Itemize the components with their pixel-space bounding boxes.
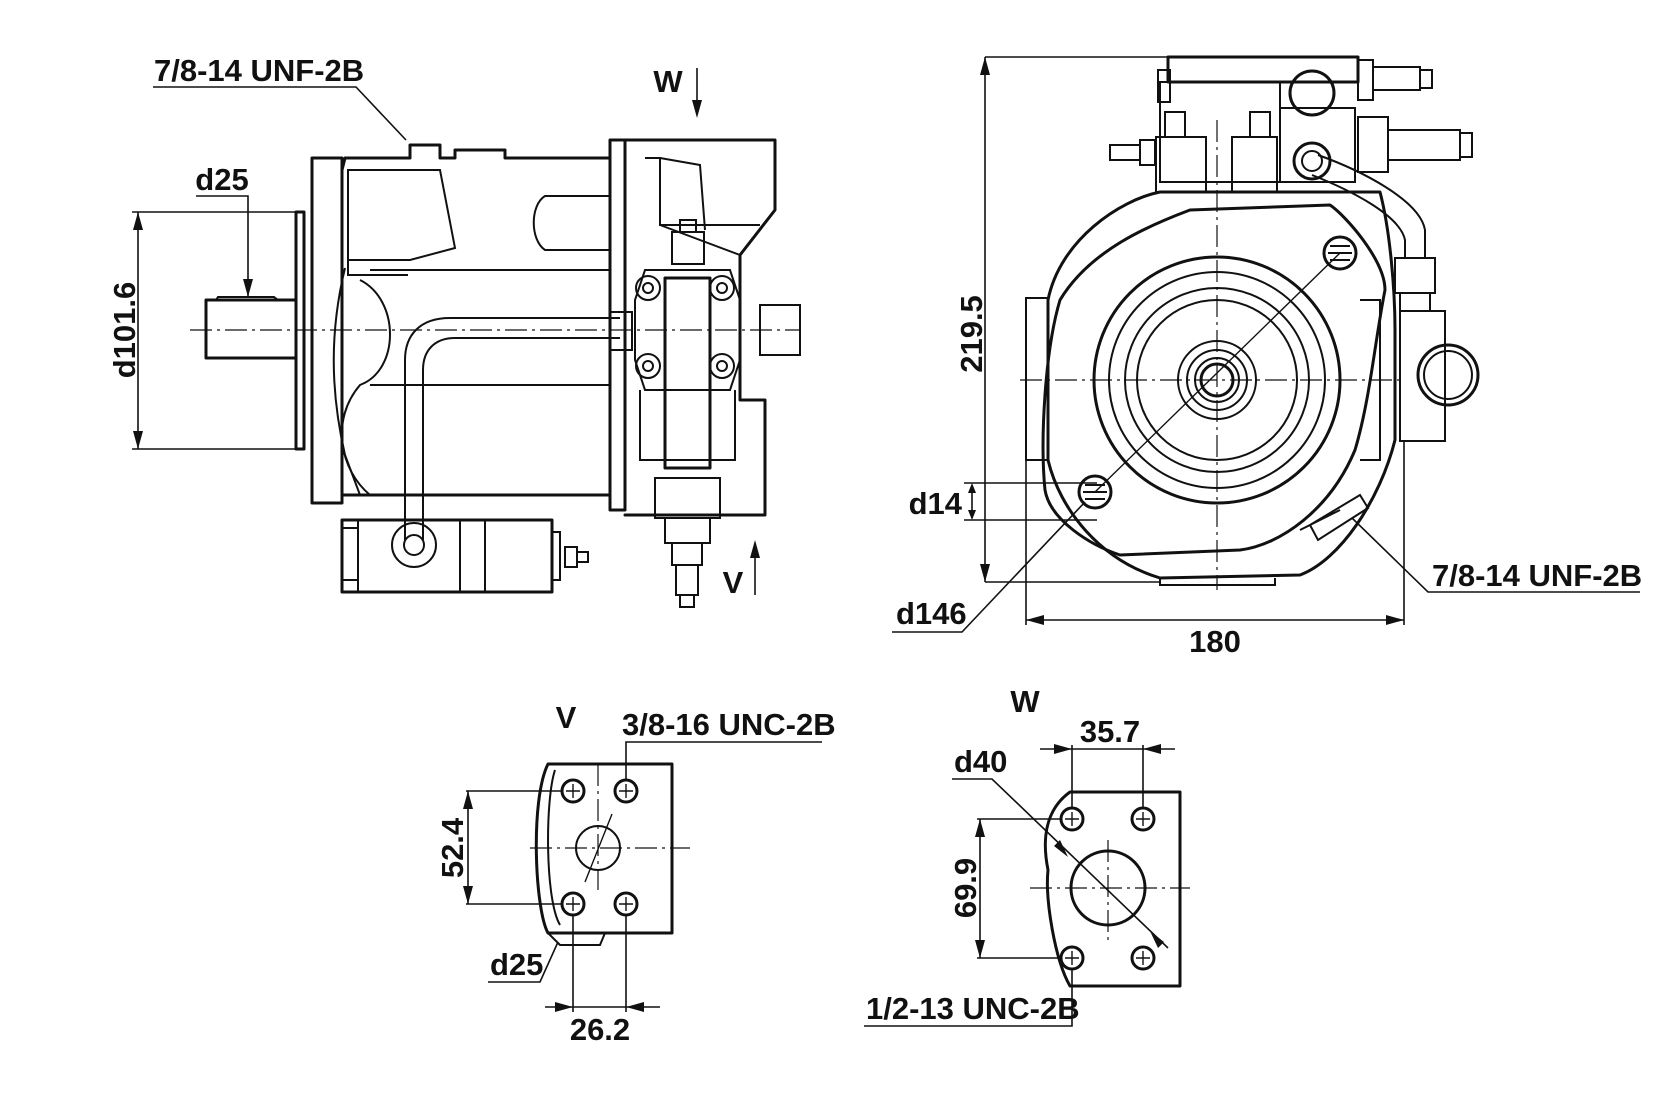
mount-hole-label: d14 [909, 486, 963, 521]
view-v-marker: V [723, 565, 744, 600]
port-v-diameter-label: d25 [490, 947, 543, 982]
shaft-diameter-label: d25 [195, 162, 248, 197]
port-w-horizontal-label: 35.7 [1080, 714, 1140, 749]
dim-width: 180 [1025, 440, 1405, 659]
drain-pipe [404, 317, 620, 540]
side-thread-label: 7/8-14 UNF-2B [154, 53, 364, 88]
dim-port-w-vertical: 69.9 [948, 818, 1061, 959]
width-label: 180 [1189, 624, 1241, 659]
front-thread-label: 7/8-14 UNF-2B [1432, 558, 1642, 593]
front-thread-callout: 7/8-14 UNF-2B [1351, 517, 1642, 593]
bottom-valve-block [340, 518, 589, 594]
port-v-horizontal-label: 26.2 [570, 1012, 630, 1047]
dim-mount-hole: d14 [909, 482, 1097, 521]
dim-port-w-diameter: d40 [952, 744, 1169, 949]
dim-shaft-diameter: d25 [195, 162, 253, 297]
port-v-view-label: V [556, 700, 577, 735]
port-v-thread-label: 3/8-16 UNC-2B [622, 707, 836, 742]
dim-port-v-vertical: 52.4 [435, 790, 562, 905]
dim-height: 219.5 [954, 56, 1168, 583]
drive-shaft [204, 296, 298, 360]
dim-port-v-horizontal: 26.2 [545, 915, 660, 1047]
view-v-arrow: V [723, 540, 760, 600]
dim-pilot-diameter: d101.6 [107, 211, 296, 450]
bolt-circle-label: d146 [896, 596, 967, 631]
view-w-marker: W [653, 64, 683, 99]
dim-port-v-diameter: d25 [488, 941, 559, 983]
view-w-arrow: W [653, 64, 702, 118]
port-v-view: V 3/8-16 UNC-2B 52.4 26.2 d25 [435, 700, 836, 1047]
pump-housing [332, 143, 612, 497]
front-pipe [1311, 154, 1480, 442]
height-label: 219.5 [954, 295, 989, 373]
control-valve [609, 219, 801, 608]
dim-bolt-circle: d146 [892, 501, 1086, 633]
dim-port-w-horizontal: 35.7 [1040, 714, 1175, 808]
side-thread-callout: 7/8-14 UNF-2B [153, 53, 407, 141]
port-w-view-label: W [1010, 684, 1040, 719]
port-w-vertical-label: 69.9 [948, 858, 983, 918]
top-valve-block [1109, 55, 1473, 193]
port-w-thread-callout: 1/2-13 UNC-2B [864, 969, 1080, 1027]
port-w-view: W 35.7 69.9 d40 1/2-13 UNC-2B [864, 684, 1190, 1027]
front-view: 219.5 180 d14 d146 7/8-14 UNF-2B [892, 55, 1642, 659]
pilot-diameter-label: d101.6 [107, 282, 142, 379]
port-w-diameter-label: d40 [954, 744, 1007, 779]
side-view: d101.6 d25 7/8-14 UNF-2B W V [107, 53, 801, 608]
port-w-thread-label: 1/2-13 UNC-2B [866, 991, 1080, 1026]
lower-fitting [1299, 493, 1370, 542]
port-v-vertical-label: 52.4 [435, 817, 470, 878]
port-v-thread-callout: 3/8-16 UNC-2B [622, 707, 836, 780]
